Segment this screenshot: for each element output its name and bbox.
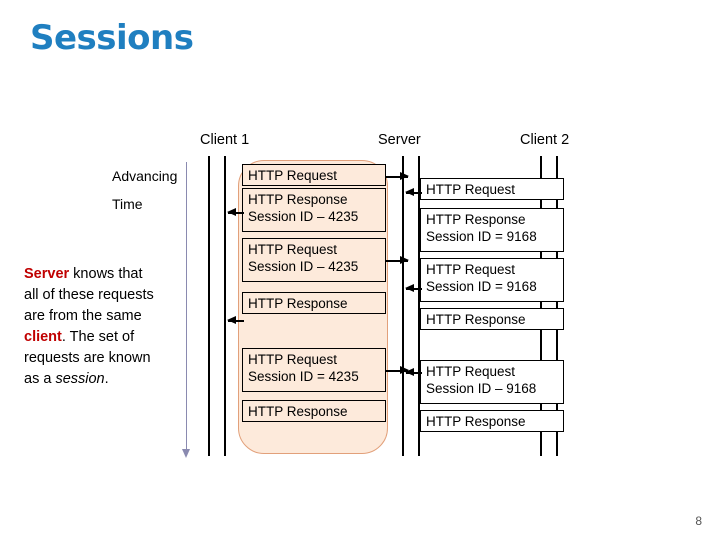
message-line1: HTTP Request — [426, 364, 516, 379]
message-line2: Session ID – 4235 — [248, 259, 359, 274]
message-line1: HTTP Request — [426, 262, 516, 277]
message-line1: HTTP Request — [248, 242, 338, 257]
message-box: HTTP Request Session ID – 4235 — [242, 238, 386, 282]
arrow-client2-to-server-1 — [405, 189, 422, 195]
arrow-client1-to-server-3 — [386, 367, 409, 373]
arrow-client2-to-server-3 — [405, 369, 422, 375]
message-line2: Session ID – 9168 — [426, 381, 537, 396]
page-title: Sessions — [30, 18, 194, 58]
message-line2: Session ID = 4235 — [248, 369, 359, 384]
message-box: HTTP Request Session ID = 4235 — [242, 348, 386, 392]
arrow-client2-to-server-2 — [405, 285, 422, 291]
time-direction-arrow — [182, 162, 190, 458]
column-header-server: Server — [378, 132, 421, 148]
message-line1: HTTP Response — [248, 296, 348, 311]
explanation-italic-session: session — [55, 371, 105, 387]
explanation-part1: knows that all of these requests are fro… — [24, 266, 154, 324]
message-line1: HTTP Request — [248, 168, 338, 183]
arrow-client1-to-server-2 — [386, 257, 409, 263]
message-line1: HTTP Response — [248, 404, 348, 419]
column-header-client1: Client 1 — [200, 132, 250, 148]
explanation-bold-client: client — [24, 329, 62, 345]
message-line1: HTTP Request — [248, 352, 338, 367]
message-line1: HTTP Request — [426, 182, 516, 197]
arrow-server-to-client1-1 — [227, 209, 244, 215]
message-box: HTTP Response Session ID = 9168 — [420, 208, 564, 252]
page-number: 8 — [695, 514, 702, 528]
lifeline-server — [402, 156, 420, 456]
arrow-client1-to-server-1 — [386, 173, 409, 179]
message-line2: Session ID = 9168 — [426, 279, 537, 294]
column-header-client2: Client 2 — [520, 132, 570, 148]
message-line1: HTTP Response — [426, 414, 526, 429]
explanation-bold-server: Server — [24, 266, 70, 282]
explanation-part3: . — [104, 371, 109, 387]
message-box: HTTP Request Session ID – 9168 — [420, 360, 564, 404]
explanation-part2: . The set of requests are known as a — [24, 329, 151, 387]
explanation-text: Server knows that all of these requests … — [24, 264, 154, 390]
message-box: HTTP Request — [242, 164, 386, 186]
message-line2: Session ID – 4235 — [248, 209, 359, 224]
message-box: HTTP Request Session ID = 9168 — [420, 258, 564, 302]
message-box: HTTP Response — [242, 400, 386, 422]
sequence-diagram: Client 1 Server Client 2 Advancing Time … — [110, 120, 710, 490]
message-line1: HTTP Response — [426, 312, 526, 327]
message-box: HTTP Request — [420, 178, 564, 200]
message-line2: Session ID = 9168 — [426, 229, 537, 244]
message-box: HTTP Response — [420, 410, 564, 432]
message-line1: HTTP Response — [248, 192, 348, 207]
advancing-time-label-line1: Advancing — [112, 168, 178, 184]
message-box: HTTP Response Session ID – 4235 — [242, 188, 386, 232]
arrow-server-to-client1-2 — [227, 317, 244, 323]
message-line1: HTTP Response — [426, 212, 526, 227]
message-box: HTTP Response — [242, 292, 386, 314]
lifeline-client1 — [208, 156, 226, 456]
message-box: HTTP Response — [420, 308, 564, 330]
advancing-time-label-line2: Time — [112, 196, 143, 212]
